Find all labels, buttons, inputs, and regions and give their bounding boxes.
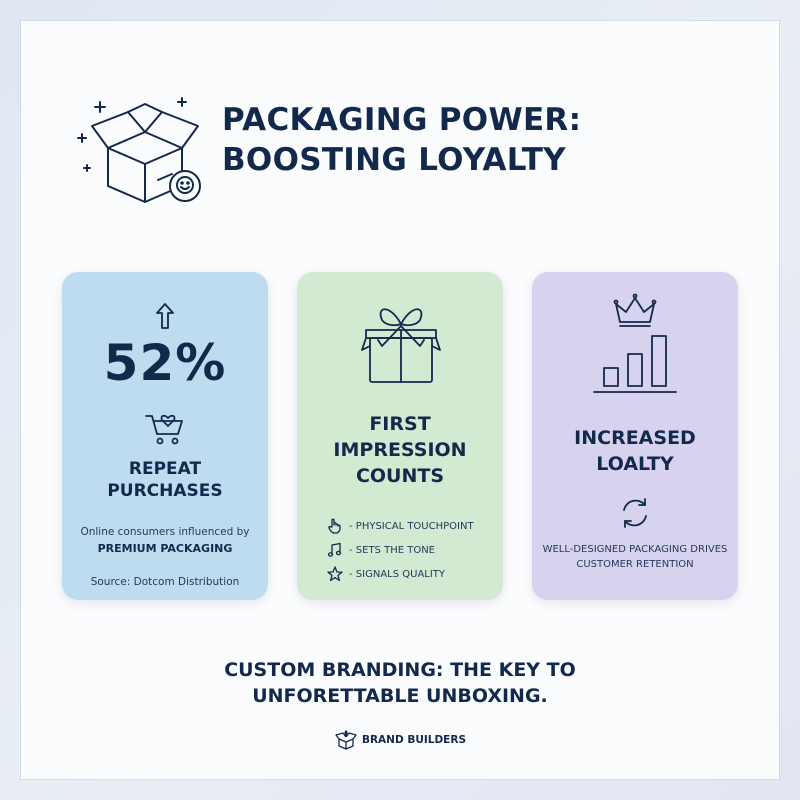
card-heading-line-1: REPEAT [128,459,202,479]
hand-pointer-icon [328,518,341,534]
card-heading-line-2: LOALTY [596,453,674,475]
card-heading-line-2: PURCHASES [107,481,223,501]
star-icon [327,566,343,582]
list-item: - SIGNALS QUALITY [327,562,497,586]
stat-card-first-impression: FIRST IMPRESSION COUNTS - PHYSICAL TOUCH… [297,272,503,600]
bullet-text: - PHYSICAL TOUCHPOINT [349,520,474,532]
title-line-2: BOOSTING LOYALTY [222,142,566,178]
card-heading-line-1: FIRST [369,413,431,435]
card-description-bold: PREMIUM PACKAGING [97,542,233,555]
brand-name: BRAND BUILDERS [361,734,467,746]
refresh-cycle-icon [623,498,647,528]
tagline-line-1: CUSTOM BRANDING: THE KEY TO [224,659,576,681]
card-heading-line-1: INCREASED [574,427,696,449]
card-heading-line-2: IMPRESSION [333,439,467,461]
card-source: Source: Dotcom Distribution [90,576,240,588]
tagline-line-2: UNFORETTABLE UNBOXING. [252,685,548,707]
card-description-line-1: WELL-DESIGNED PACKAGING DRIVES [542,544,728,555]
title-line-1: PACKAGING POWER: [222,102,582,138]
tagline: CUSTOM BRANDING: THE KEY TO UNFORETTABLE… [0,657,800,709]
crown-chart-icon [593,293,677,393]
card-description: Online consumers influenced by [80,526,250,538]
stat-value: 52% [103,334,227,392]
card-heading-line-3: COUNTS [355,465,445,487]
cart-heart-icon [145,414,183,445]
open-box-icon [77,97,201,203]
stat-card-increased-loyalty: INCREASED LOALTY WELL-DESIGNED PACKAGING… [532,272,738,600]
brand-logo: BRAND BUILDERS [0,730,800,750]
music-note-icon [327,542,342,557]
arrow-up-icon [156,303,174,329]
brand-box-icon [335,730,357,750]
page-title: PACKAGING POWER: BOOSTING LOYALTY [222,100,662,180]
bullet-text: - SETS THE TONE [349,544,435,556]
list-item: - PHYSICAL TOUCHPOINT [327,514,497,538]
card-description-line-2: CUSTOMER RETENTION [576,559,694,570]
list-item: - SETS THE TONE [327,538,497,562]
gift-icon [361,308,441,383]
bullet-text: - SIGNALS QUALITY [349,568,446,580]
bullet-list: - PHYSICAL TOUCHPOINT - SETS THE TONE - … [327,514,497,586]
stat-card-repeat-purchases: 52% REPEAT PURCHASES Online consumers in… [62,272,268,600]
